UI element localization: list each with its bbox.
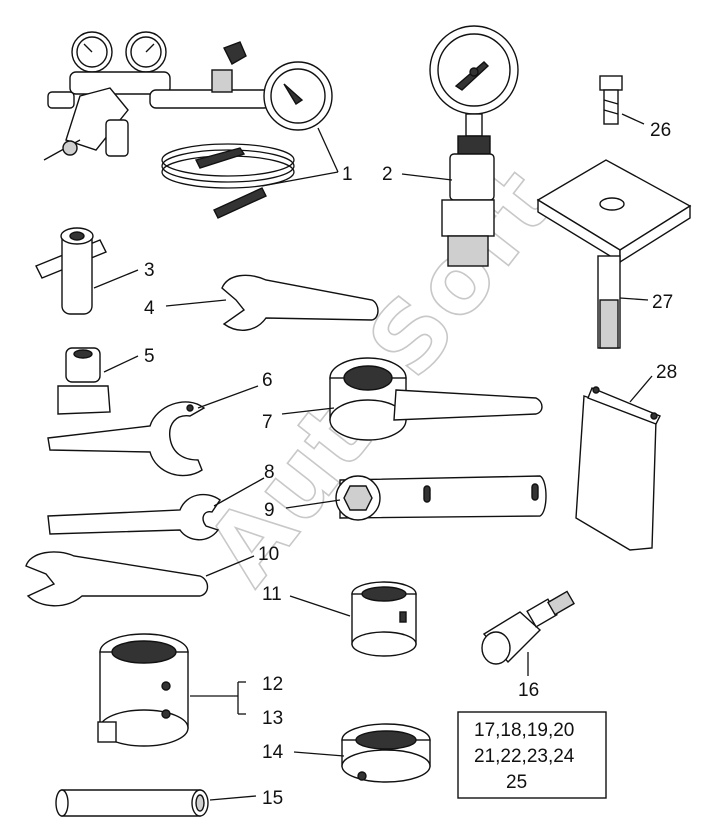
part-4-open-end-wrench [221, 274, 379, 331]
variants-line-3: 25 [506, 772, 527, 793]
label-5: 5 [144, 346, 155, 367]
label-1: 1 [342, 164, 353, 185]
part-26-bolt [599, 75, 623, 125]
part-11-slotted-sleeve [351, 581, 417, 657]
label-13: 13 [262, 708, 283, 729]
label-11: 11 [262, 584, 282, 605]
part-12-13-splined-socket [97, 633, 189, 747]
label-10: 10 [258, 544, 279, 565]
label-2: 2 [382, 164, 393, 185]
label-26: 26 [650, 120, 671, 141]
part-14-ring-collar [341, 723, 431, 783]
label-14: 14 [262, 742, 284, 763]
label-3: 3 [144, 260, 155, 281]
variants-line-1: 17,18,19,20 [474, 720, 574, 741]
label-7: 7 [262, 412, 273, 433]
part-3-t-handle-tool [35, 227, 107, 315]
part-10-open-end-wrench [25, 551, 209, 607]
label-12: 12 [262, 674, 283, 695]
label-8: 8 [264, 462, 275, 483]
part-27-plate-fixture [536, 159, 692, 349]
part-8-pin-spanner [47, 493, 221, 541]
part-7-socket-spanner [329, 357, 543, 441]
part-16-adapter-fitting [481, 590, 575, 665]
label-28: 28 [656, 362, 677, 383]
label-16: 16 [518, 680, 539, 701]
label-27: 27 [652, 292, 673, 313]
label-9: 9 [264, 500, 275, 521]
label-6: 6 [262, 370, 273, 391]
label-4: 4 [144, 298, 155, 319]
part-9-tube-socket-wrench [335, 475, 547, 521]
variants-box [457, 711, 607, 799]
part-28-guide-plate [575, 386, 661, 551]
part-1-regulator-kit [43, 31, 333, 219]
variants-line-2: 21,22,23,24 [474, 746, 575, 767]
part-15-tube [55, 789, 209, 817]
part-5-hex-socket [57, 347, 111, 415]
label-15: 15 [262, 788, 283, 809]
part-2-pressure-gauge [429, 25, 519, 267]
part-6-hook-spanner [47, 401, 206, 477]
